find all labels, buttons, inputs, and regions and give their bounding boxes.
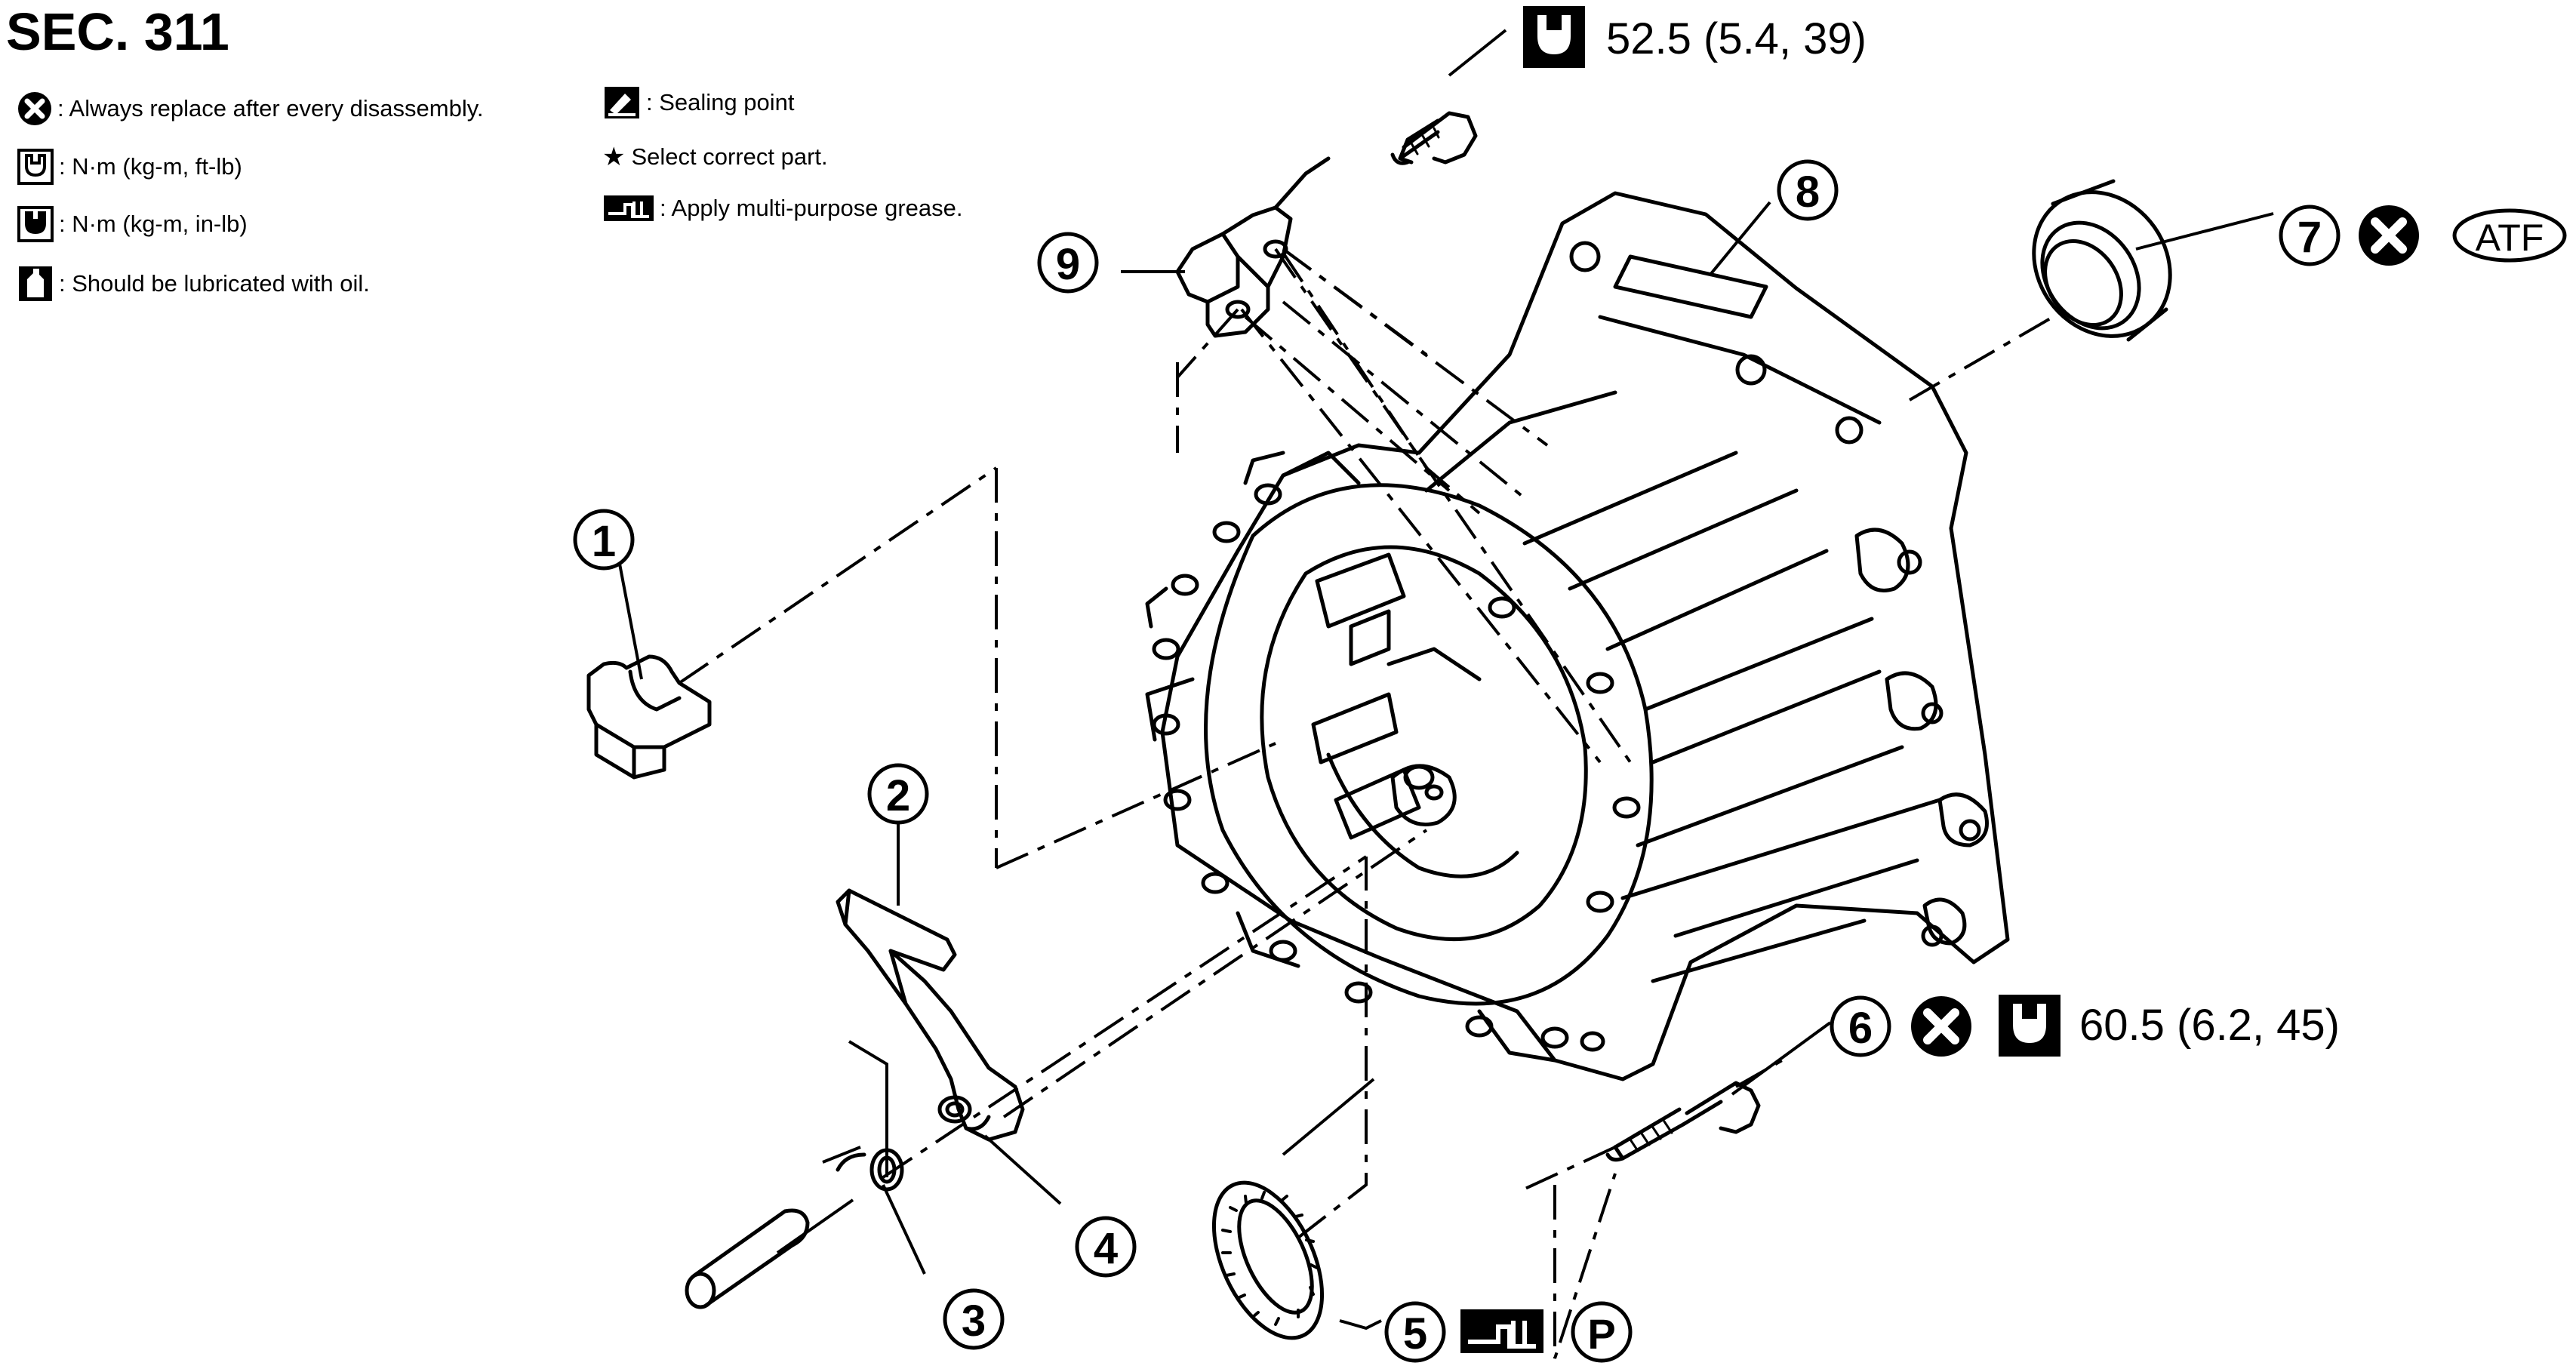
legend-grease-text: : Apply multi-purpose grease. (660, 195, 963, 221)
torque-wrench-icon (1999, 995, 2060, 1057)
legend-torque-ftlb: : N·m (kg-m, ft-lb) (17, 148, 242, 186)
grease-gun-icon (1460, 1309, 1543, 1353)
callout-3: 3 (943, 1288, 1005, 1350)
legend-replace: : Always replace after every disassembly… (17, 91, 484, 127)
part-7-oil-seal (2032, 179, 2172, 342)
lower-torque-value: 60.5 (6.2, 45) (2079, 1001, 2340, 1050)
torque-wrench-icon (1523, 6, 1585, 68)
section-title: SEC. 311 (6, 2, 229, 61)
torque-wrench-inlb-icon (17, 206, 54, 242)
callout-2: 2 (867, 763, 929, 825)
callout-8-number: 8 (1796, 168, 1820, 217)
p-mark-label: P (1587, 1310, 1615, 1358)
callout-7-number: 7 (2297, 213, 2322, 262)
callout-5-number: 5 (1403, 1309, 1427, 1358)
legend-select-text: Select correct part. (631, 143, 828, 170)
replace-x-icon (1911, 996, 1971, 1057)
callout-9-number: 9 (1056, 240, 1080, 289)
callout-8: 8 (1777, 159, 1839, 221)
callout-3-number: 3 (962, 1297, 986, 1346)
part-6-bolt (1605, 1081, 1761, 1162)
part-9-bracket (1175, 156, 1331, 338)
legend-lubricate-text: : Should be lubricated with oil. (59, 270, 370, 297)
legend-grease: : Apply multi-purpose grease. (602, 194, 963, 223)
callout-4-number: 4 (1094, 1224, 1118, 1273)
callout-2-number: 2 (886, 771, 910, 820)
callout-1-number: 1 (592, 517, 616, 566)
callout-4: 4 (1075, 1216, 1137, 1278)
torque-wrench-icon (17, 149, 54, 185)
star-icon: ★ (602, 143, 626, 171)
callout-1: 1 (573, 509, 635, 571)
legend-torque-inlb: : N·m (kg-m, in-lb) (17, 205, 248, 243)
callout-6-number: 6 (1848, 1004, 1873, 1053)
legend-torque-inlb-text: : N·m (kg-m, in-lb) (59, 211, 248, 237)
transfer-case-housing (1145, 191, 2010, 1081)
upper-bolt (1390, 111, 1478, 165)
callout-5: 5 (1384, 1301, 1446, 1363)
callout-7: 7 (2279, 205, 2341, 266)
legend-select: ★ Select correct part. (602, 142, 828, 172)
part-2-shift-lever (836, 888, 1025, 1142)
legend-sealing-text: : Sealing point (646, 89, 795, 115)
part-5-thrust-washer (1211, 1180, 1325, 1340)
legend-sealing: : Sealing point (602, 85, 794, 121)
callout-9: 9 (1037, 232, 1099, 294)
upper-torque-value: 52.5 (5.4, 39) (1606, 14, 1867, 63)
pin-shaft (685, 1208, 810, 1309)
part-1-shift-block (586, 654, 712, 780)
callout-6: 6 (1830, 995, 1891, 1057)
atf-label: ATF (2476, 217, 2544, 259)
legend-replace-text: : Always replace after every disassembly… (57, 95, 484, 122)
legend-lubricate: : Should be lubricated with oil. (17, 264, 370, 303)
replace-x-icon (18, 92, 51, 125)
atf-badge: ATF (2452, 208, 2567, 263)
replace-x-icon (2359, 205, 2419, 266)
legend-torque-ftlb-text: : N·m (kg-m, ft-lb) (59, 153, 242, 180)
grease-gun-icon (604, 195, 654, 221)
oil-can-icon (19, 266, 52, 301)
p-mark-icon: P (1571, 1301, 1633, 1363)
sealing-point-icon (605, 87, 639, 118)
